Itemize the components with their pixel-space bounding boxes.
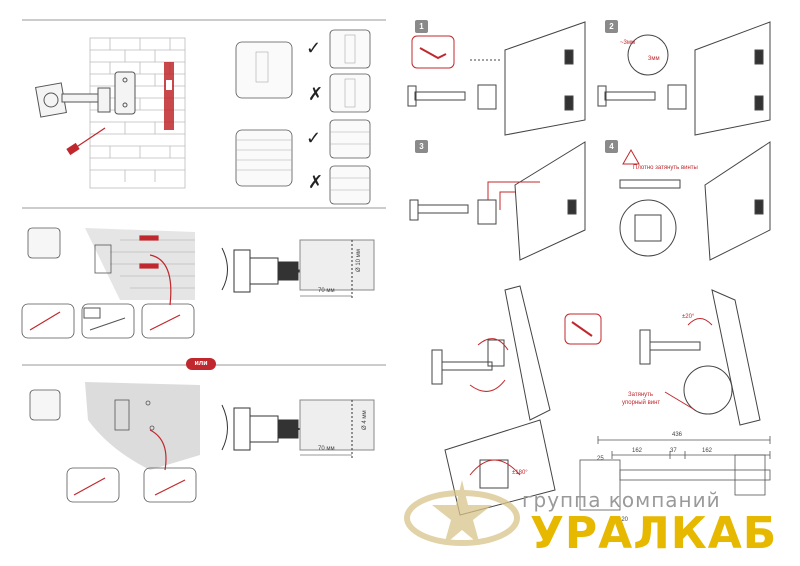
check-mark-icon: ✓ (306, 128, 322, 148)
tilt-angle-label: ±20° (682, 314, 695, 320)
step-number-2: 2 (605, 20, 618, 33)
brand-name: УРАЛКАБ (530, 508, 778, 559)
step-2-dimension-b: 3мм (648, 56, 660, 62)
drill-diameter-label-bottom: Ø 4 мм (362, 410, 368, 430)
tilt-illustration (564, 289, 761, 426)
dimension-total: 436 (672, 432, 683, 438)
brick-drilling-scene (21, 227, 195, 339)
dimension-seg2: 37 (670, 448, 677, 454)
cross-mark-icon: ✗ (308, 172, 324, 192)
drill-depth-label-top: 70 мм (318, 288, 335, 294)
drill-diagram-bottom (221, 399, 375, 458)
dimensions-drawing (579, 436, 771, 511)
tilt-note-line-2: упорный винт (622, 400, 661, 406)
dimension-left: 25 (597, 456, 604, 462)
drill-diameter-label-top: Ø 10 мм (356, 249, 362, 272)
brand-subtitle: группа компаний (522, 488, 721, 512)
check-mark-icon: ✓ (306, 38, 322, 58)
tilt-note-line-1: Затянуть (628, 392, 654, 398)
brand-star-logo (404, 480, 520, 546)
dimension-seg1: 162 (632, 448, 643, 454)
step-4-illustration (619, 141, 771, 261)
step-number-3: 3 (415, 140, 428, 153)
drywall-mounting-scene (29, 382, 200, 503)
rotation-angle-label: ±180° (512, 470, 528, 476)
dimension-bottom: 120 (618, 517, 629, 523)
step-number-1: 1 (415, 20, 428, 33)
step-1-illustration (407, 21, 586, 136)
or-separator-badge: или (186, 358, 216, 370)
drill-diagram-top (221, 239, 375, 300)
wall-type-check-panels (235, 29, 371, 205)
step-2-illustration (597, 21, 771, 136)
spirit-level-drawing (164, 62, 174, 130)
dimension-seg3: 162 (702, 448, 713, 454)
screwdriver-drawing (66, 127, 106, 156)
cross-mark-icon: ✗ (308, 84, 324, 104)
swivel-arm-illustration (431, 285, 551, 421)
step-number-4: 4 (605, 140, 618, 153)
mount-arm-drawing (35, 71, 136, 118)
step-4-warning-text: Плотно затянуть винты (633, 165, 698, 171)
step-3-illustration (409, 141, 586, 261)
drill-depth-label-bottom: 70 мм (318, 446, 335, 452)
step-2-dimension-a: ~3мм (620, 40, 636, 46)
